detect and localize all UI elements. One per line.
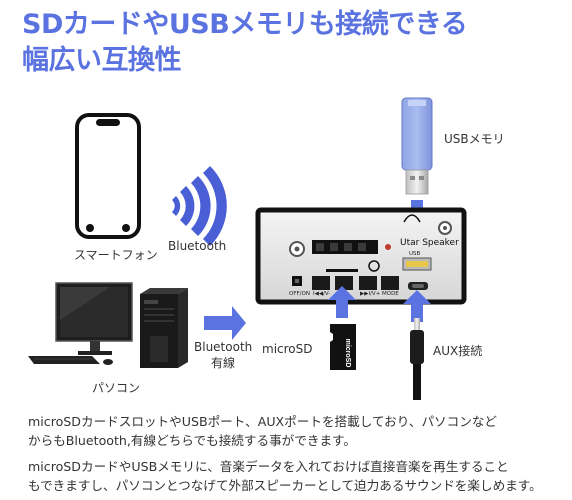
bluetooth-label: Bluetooth — [168, 239, 227, 253]
aux-cable-icon — [410, 318, 424, 400]
pc-monitor-icon — [28, 282, 133, 365]
device-brand: Utar Speaker — [400, 238, 459, 248]
device-button-label-prev: I◀◀/V- — [313, 291, 331, 297]
arrow-up-microsd-icon — [328, 286, 356, 318]
aux-label: AUX接続 — [433, 344, 483, 358]
bluetooth-wired-label-2: 有線 — [210, 356, 235, 370]
pc-label: パソコン — [92, 381, 141, 395]
microsd-label: microSD — [262, 342, 313, 356]
description-p2-line-2: もできますし、パソコンとつなげて外部スピーカーとして迫力あるサウンドを楽しめます… — [28, 478, 542, 493]
headline-line-2: 幅広い互換性 — [22, 45, 182, 76]
description-p1-line-1: microSDカードスロットやUSBポート、AUXポートを搭載しており、パソコン… — [28, 414, 498, 429]
smartphone-icon — [75, 113, 141, 239]
player-module-icon — [255, 207, 467, 305]
arrow-right-icon — [204, 306, 246, 340]
usb-memory-label: USBメモリ — [444, 132, 505, 146]
description-paragraph-1: microSDカードスロットやUSBポート、AUXポートを搭載しており、パソコン… — [28, 412, 568, 450]
arrow-up-aux-icon — [403, 290, 431, 322]
usb-memory-icon — [401, 97, 433, 195]
device-button-label-next: ▶▶I/V+ — [360, 291, 381, 297]
svg-text:microSD: microSD — [344, 339, 351, 368]
headline-line-1: SDカードやUSBメモリも接続できる — [22, 9, 468, 40]
description-p2-line-1: microSDカードやUSBメモリに、音楽データを入れておけば直接音楽を再生する… — [28, 459, 509, 474]
description-paragraph-2: microSDカードやUSBメモリに、音楽データを入れておけば直接音楽を再生する… — [28, 457, 568, 495]
smartphone-label: スマートフォン — [74, 248, 158, 262]
bluetooth-waves-icon — [172, 166, 227, 246]
pc-tower-icon — [140, 288, 188, 368]
device-button-label-power: OFF/ON — [289, 291, 310, 297]
device-button-label-mode: MODE — [382, 291, 399, 297]
description-p1-line-2: からもBluetooth,有線どちらでも接続する事ができます。 — [28, 433, 356, 448]
device-usb-label: USB — [409, 251, 421, 257]
bluetooth-wired-label-1: Bluetooth — [194, 340, 253, 354]
microsd-card-icon: microSD — [330, 324, 356, 370]
